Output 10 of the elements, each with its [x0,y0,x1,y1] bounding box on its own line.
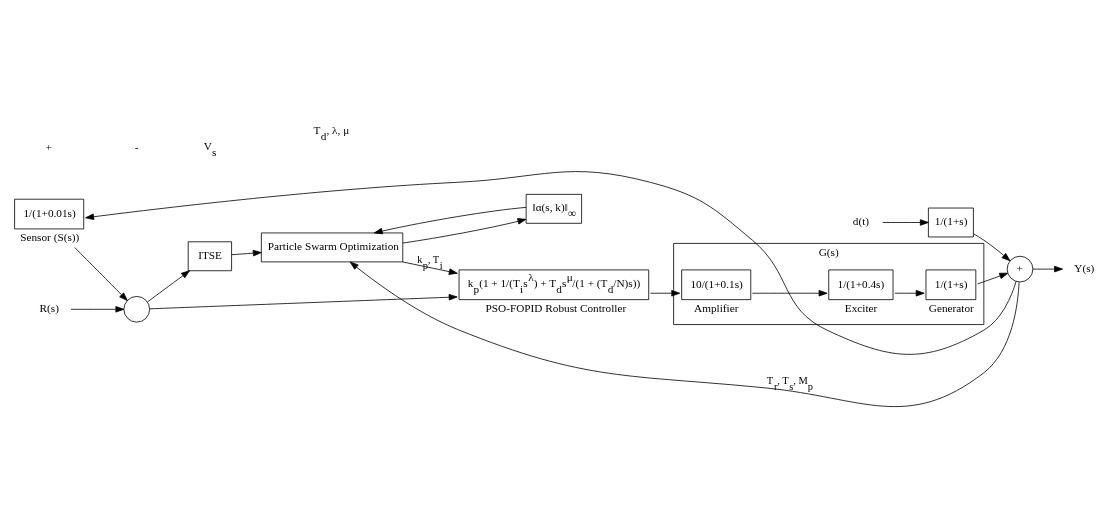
node-text: R(s) [39,301,59,314]
node-label: Exciter [844,301,878,314]
label: - [134,140,139,153]
node-text: Y(s) [1074,261,1095,274]
node-label: Generator [928,301,974,314]
label: + [45,140,52,153]
node-text: d(t) [852,214,870,227]
node-label: Sensor (S(s)) [20,230,80,243]
node-label: PSO-FOPID Robust Controller [485,301,627,314]
node-label: Amplifier [694,301,739,314]
